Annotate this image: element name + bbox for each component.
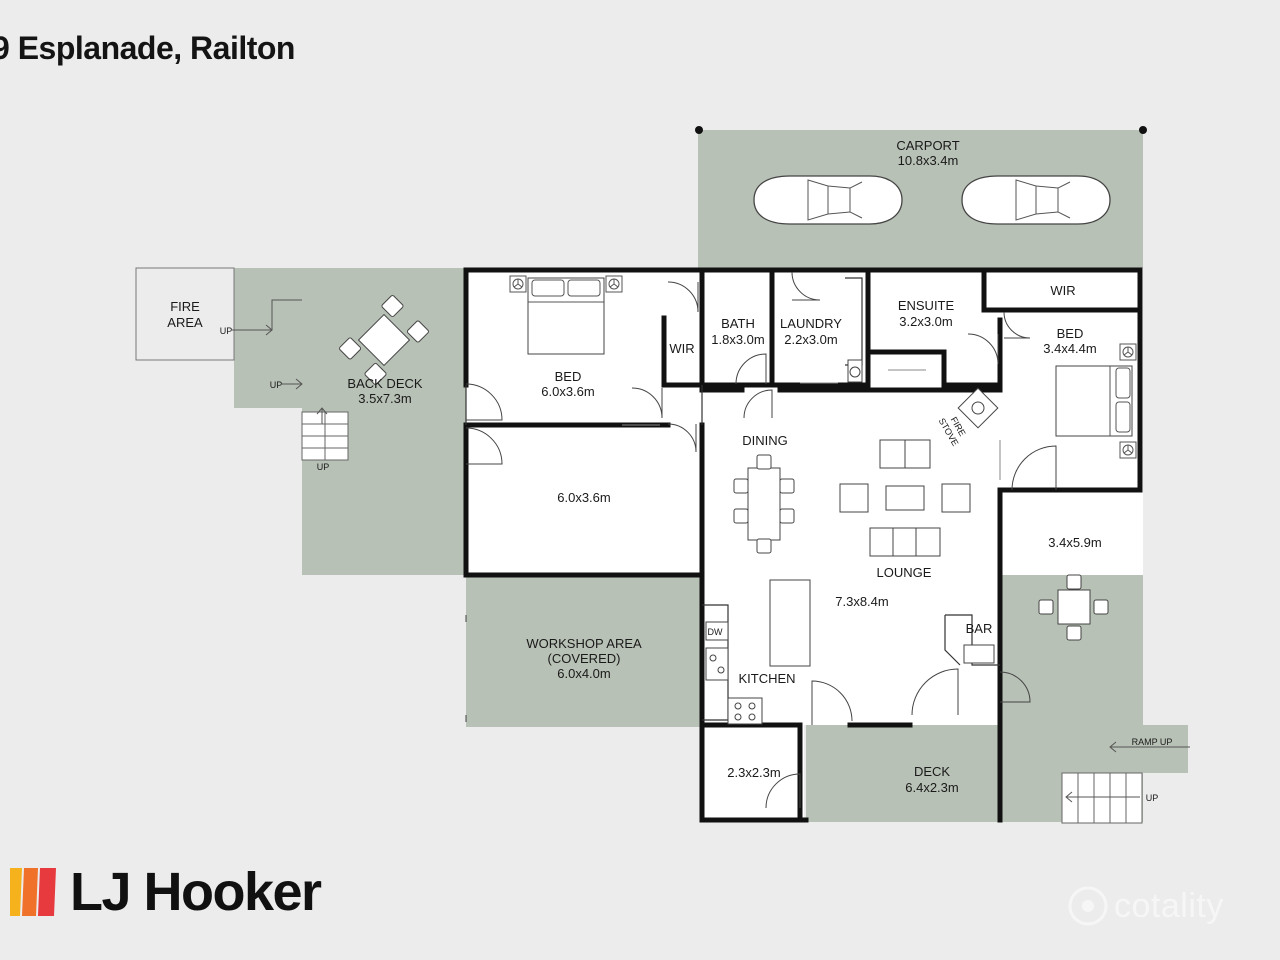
label-lounge: LOUNGE [877,565,932,580]
cotality-watermark: cotality [1066,884,1224,928]
label-room-size: 6.0x3.6m [557,490,610,505]
lounge-furniture-icon [839,439,971,557]
kitchen-island-icon [705,359,995,725]
label-bed-1: BED [555,369,582,384]
walls [463,267,1143,823]
label-fire-area-2: AREA [167,315,203,330]
label-laundry: LAUNDRY [780,316,842,331]
dining-table-icon [733,454,795,554]
stairs [301,411,1143,824]
brand-name: LJ Hooker [70,862,322,922]
brand-logo: LJ Hooker [10,862,322,922]
outdoor-table-icon [1038,574,1109,641]
label-bath-size: 1.8x3.0m [711,332,764,347]
bed-main-icon [527,277,605,355]
lj-hooker-stripes-icon [10,868,56,916]
svg-text:UP: UP [270,380,283,390]
label-bed-2-size: 3.4x4.4m [1043,341,1096,356]
label-bath: BATH [721,316,755,331]
label-store-size: 2.3x2.3m [727,765,780,780]
svg-text:UP: UP [317,462,330,472]
back-deck-table-icon [339,295,429,385]
label-bed-2: BED [1057,326,1084,341]
car-left-icon [753,175,903,225]
label-fire-area: FIRE [170,299,200,314]
up-arrows [232,299,1190,803]
windows [622,369,1001,480]
bed-master-icon [1055,365,1133,437]
label-wir-1: WIR [669,341,694,356]
label-carport-size: 10.8x3.4m [898,153,959,168]
label-living-size: 7.3x8.4m [835,594,888,609]
cotality-logo-icon [1068,886,1108,926]
label-ensuite: ENSUITE [898,298,955,313]
label-bed-1-size: 6.0x3.6m [541,384,594,399]
label-kitchen: KITCHEN [738,671,795,686]
svg-text:RAMP UP: RAMP UP [1132,737,1173,747]
page-title: 9 Esplanade, Railton [0,30,295,66]
label-dining: DINING [742,433,788,448]
label-back-deck-size: 3.5x7.3m [358,391,411,406]
label-ensuite-size: 3.2x3.0m [899,314,952,329]
label-workshop-size: 6.0x4.0m [557,666,610,681]
svg-text:UP: UP [220,326,233,336]
fire-stove-icon [957,387,999,429]
label-wir-2: WIR [1050,283,1075,298]
label-workshop-2: (COVERED) [548,651,621,666]
doors [465,271,1057,809]
watermark-text: cotality [1114,886,1224,925]
label-dishwasher: DW [708,627,723,637]
label-back-deck: BACK DECK [347,376,422,391]
svg-text:UP: UP [1146,793,1159,803]
up-labels: UP UP UP RAMP UP UP [220,326,1173,803]
car-right-icon [961,175,1111,225]
label-deck-size: 6.4x2.3m [905,780,958,795]
label-deck: DECK [914,764,950,779]
carport-posts [695,126,1147,134]
room-labels: CARPORT 10.8x3.4m FIRE AREA BACK DECK 3.… [167,138,1101,795]
label-bar: BAR [966,621,993,636]
label-laundry-size: 2.2x3.0m [784,332,837,347]
label-outdoor-dining-size: 3.4x5.9m [1048,535,1101,550]
label-carport: CARPORT [896,138,959,153]
label-workshop: WORKSHOP AREA [526,636,642,651]
